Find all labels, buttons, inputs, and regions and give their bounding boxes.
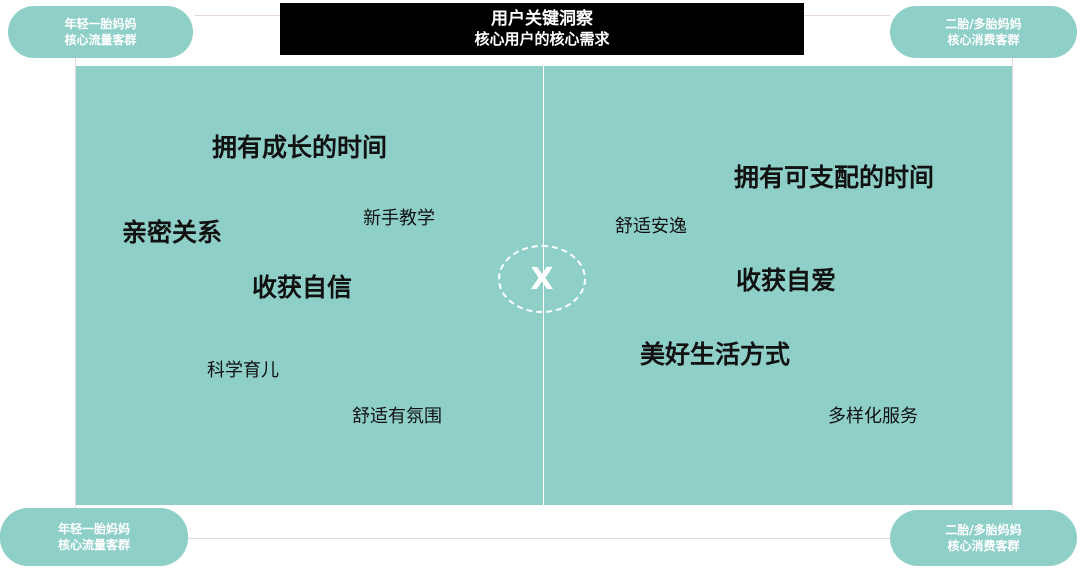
connector-line	[195, 15, 280, 16]
keyword-right-3: 收获自爱	[736, 266, 837, 295]
keyword-left-6: 舒适有氛围	[352, 406, 442, 427]
keyword-left-3: 亲密关系	[122, 218, 223, 247]
keyword-right-2: 舒适安逸	[615, 216, 687, 237]
segment-label-line-2: 核心流量客群	[64, 33, 137, 47]
center-cross-symbol: X	[498, 245, 586, 313]
keyword-right-4: 美好生活方式	[640, 340, 791, 369]
segment-label-bottom-right: 二胎/多胎妈妈 核心消费客群	[890, 510, 1077, 566]
segment-label-top-right: 二胎/多胎妈妈 核心消费客群	[890, 6, 1077, 58]
center-symbol-text: X	[530, 261, 554, 297]
right-panel	[544, 66, 1012, 505]
connector-line	[188, 538, 890, 539]
keyword-right-5: 多样化服务	[828, 406, 918, 427]
connector-line	[1012, 58, 1013, 508]
page-title: 用户关键洞察 核心用户的核心需求	[280, 3, 804, 55]
segment-label-line-2: 核心消费客群	[947, 33, 1020, 47]
keyword-left-1: 拥有成长的时间	[212, 133, 388, 162]
segment-label-top-left: 年轻一胎妈妈 核心流量客群	[8, 6, 193, 58]
segment-label-line-1: 二胎/多胎妈妈	[945, 16, 1022, 31]
connector-line	[75, 58, 76, 508]
segment-label-bottom-left: 年轻一胎妈妈 核心流量客群	[0, 508, 188, 566]
segment-label-line-1: 二胎/多胎妈妈	[945, 522, 1022, 537]
connector-line	[804, 15, 890, 16]
segment-label-line-1: 年轻一胎妈妈	[57, 521, 130, 536]
title-line-1: 用户关键洞察	[491, 9, 593, 29]
left-panel	[76, 66, 543, 505]
segment-label-line-2: 核心流量客群	[57, 538, 130, 552]
segment-label-line-1: 年轻一胎妈妈	[64, 16, 137, 31]
segment-label-line-2: 核心消费客群	[947, 539, 1020, 553]
keyword-left-2: 新手教学	[363, 208, 435, 229]
title-line-2: 核心用户的核心需求	[474, 30, 610, 49]
keyword-left-5: 科学育儿	[207, 360, 279, 381]
keyword-left-4: 收获自信	[252, 273, 353, 302]
keyword-right-1: 拥有可支配的时间	[734, 163, 935, 192]
